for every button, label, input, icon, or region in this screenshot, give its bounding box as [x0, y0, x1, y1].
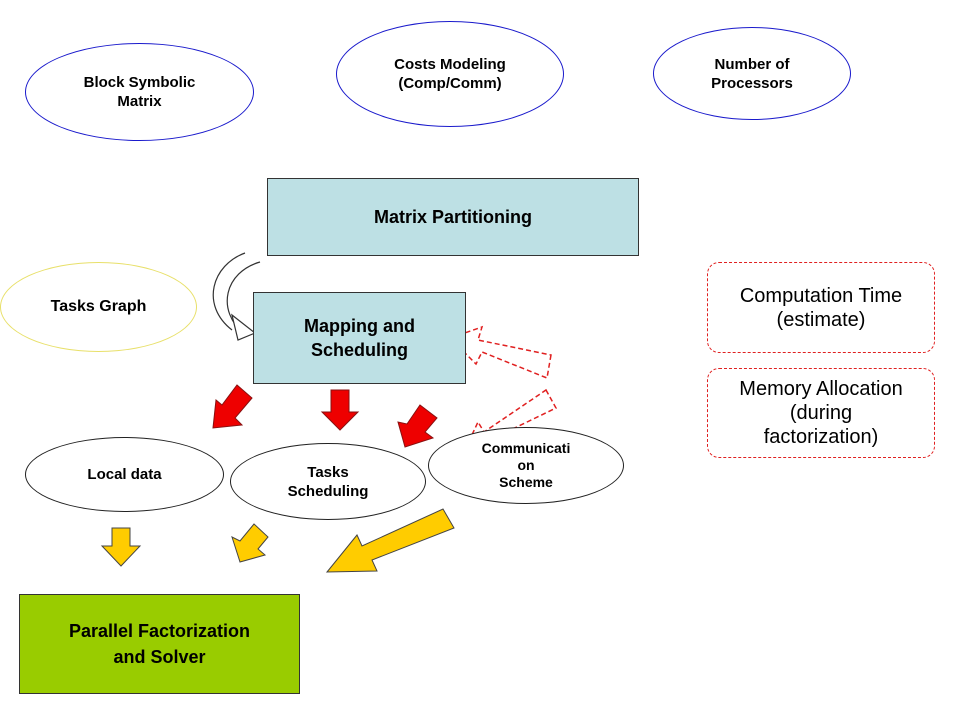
matrix-partitioning-box: Matrix Partitioning [267, 178, 639, 256]
memory-allocation-note: Memory Allocation (during factorization) [707, 368, 935, 458]
mapping-and-scheduling-label: Mapping and Scheduling [304, 316, 415, 360]
curved-flow-arrow [212, 252, 261, 341]
local-data-label: Local data [87, 466, 162, 483]
tasks-graph-label: Tasks Graph [50, 298, 147, 315]
memory-allocation-label: Memory Allocation (during factorization) [739, 378, 903, 448]
computation-time-note: Computation Time (estimate) [707, 262, 935, 353]
costs-modeling-node: Costs Modeling (Comp/Comm) [336, 21, 564, 127]
mapping-and-scheduling-box: Mapping and Scheduling [253, 292, 466, 384]
computation-time-label: Computation Time (estimate) [739, 284, 903, 331]
local-data-node: Local data [25, 437, 224, 512]
costs-modeling-label: Costs Modeling (Comp/Comm) [394, 56, 506, 92]
number-of-processors-node: Number of Processors [653, 27, 851, 120]
red-arrow-to-communication-scheme [397, 404, 438, 448]
communication-scheme-node: Communicati on Scheme [428, 427, 624, 504]
communication-scheme-label: Communicati on Scheme [481, 440, 571, 490]
red-arrow-to-tasks-scheduling [320, 389, 360, 431]
block-symbolic-matrix-node: Block Symbolic Matrix [25, 43, 254, 141]
tasks-scheduling-node: Tasks Scheduling [230, 443, 426, 520]
red-arrow-to-local-data [212, 384, 253, 429]
tasks-graph-node: Tasks Graph [0, 262, 197, 352]
parallel-factorization-label: Parallel Factorization and Solver [68, 621, 251, 667]
block-symbolic-matrix-label: Block Symbolic Matrix [83, 74, 196, 110]
parallel-factorization-box: Parallel Factorization and Solver [19, 594, 300, 694]
matrix-partitioning-label: Matrix Partitioning [373, 207, 532, 227]
number-of-processors-label: Number of Processors [711, 55, 793, 92]
yellow-arrow-from-communication-scheme [325, 508, 455, 573]
dashed-feedback-arrow-upper [448, 325, 552, 380]
tasks-scheduling-label: Tasks Scheduling [287, 463, 369, 500]
yellow-arrow-from-local-data [100, 527, 142, 567]
yellow-arrow-from-tasks-scheduling [231, 523, 269, 563]
